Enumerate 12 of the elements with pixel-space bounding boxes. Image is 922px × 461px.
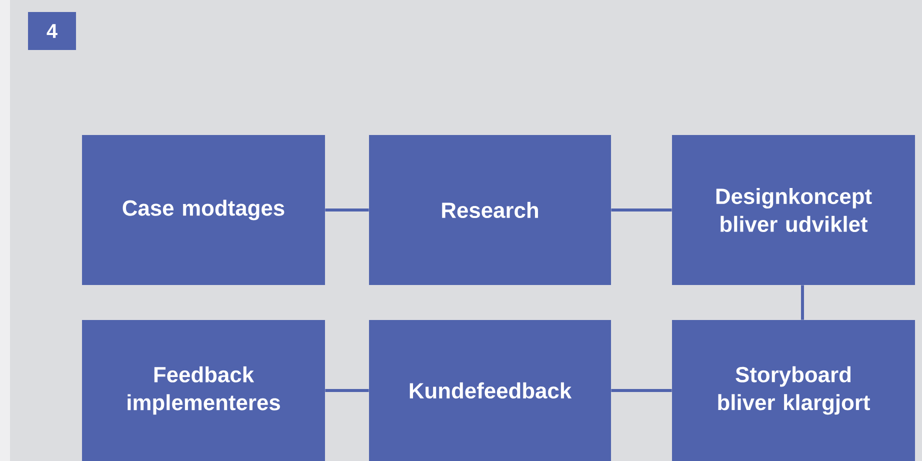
connector-line [611, 388, 672, 392]
connector-line [325, 208, 369, 212]
process-box: Feedback implementeres [82, 320, 325, 461]
process-box: Designkoncept bliver udviklet [672, 134, 915, 285]
connector-line [801, 285, 804, 320]
process-box: Storyboard bliver klargjort [672, 320, 915, 461]
connector-line [611, 208, 672, 212]
number-badge: 4 [28, 12, 76, 50]
process-box: Research [369, 134, 611, 285]
process-box: Case modtages [82, 134, 325, 285]
process-box: Kundefeedback [369, 320, 611, 461]
connector-line [325, 388, 369, 392]
